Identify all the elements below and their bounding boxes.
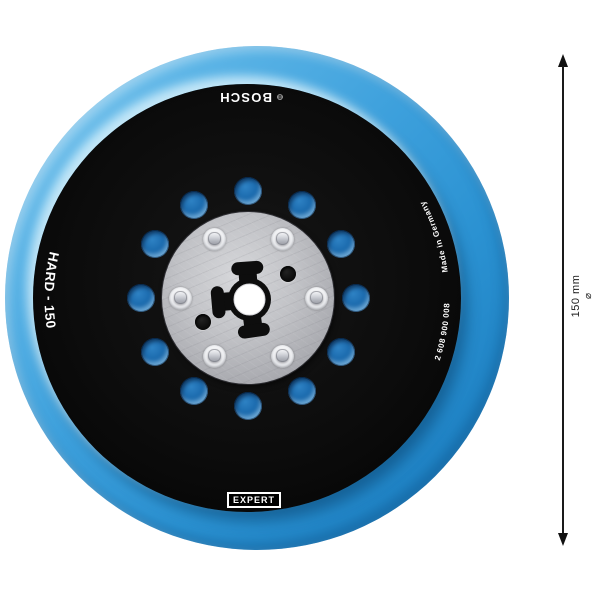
screw-icon [202, 227, 226, 251]
pin-hole [280, 266, 296, 282]
dimension-label: 150 mm ⌀ [570, 261, 596, 331]
dust-hole [327, 337, 356, 366]
dust-hole [234, 391, 262, 420]
screw-icon [202, 345, 226, 369]
dust-hole [140, 337, 169, 366]
screw-icon [270, 227, 294, 251]
dust-hole [287, 377, 316, 406]
dimension-arrow-down-icon [558, 533, 568, 546]
dimension-value: 150 mm [570, 274, 582, 318]
dust-hole [180, 377, 209, 406]
screw-icon [270, 345, 294, 369]
expert-badge: EXPERT [227, 492, 282, 508]
bosch-logo: BOSCH [219, 88, 283, 106]
dust-hole [180, 190, 209, 219]
brand-wordmark: BOSCH [219, 90, 272, 105]
dust-hole [341, 284, 370, 312]
pin-hole [195, 314, 211, 330]
dust-hole [234, 176, 262, 205]
dust-hole [327, 230, 356, 259]
dust-hole [140, 230, 169, 259]
screw-icon [168, 286, 192, 310]
dimension-arrow-up-icon [558, 54, 568, 67]
dust-hole [126, 284, 155, 312]
dimension-line [562, 66, 564, 534]
screw-icon [304, 286, 328, 310]
diameter-symbol: ⌀ [583, 292, 594, 300]
mount-interface [210, 260, 271, 339]
bosch-anchor-icon [277, 94, 283, 100]
dust-hole [287, 190, 316, 219]
